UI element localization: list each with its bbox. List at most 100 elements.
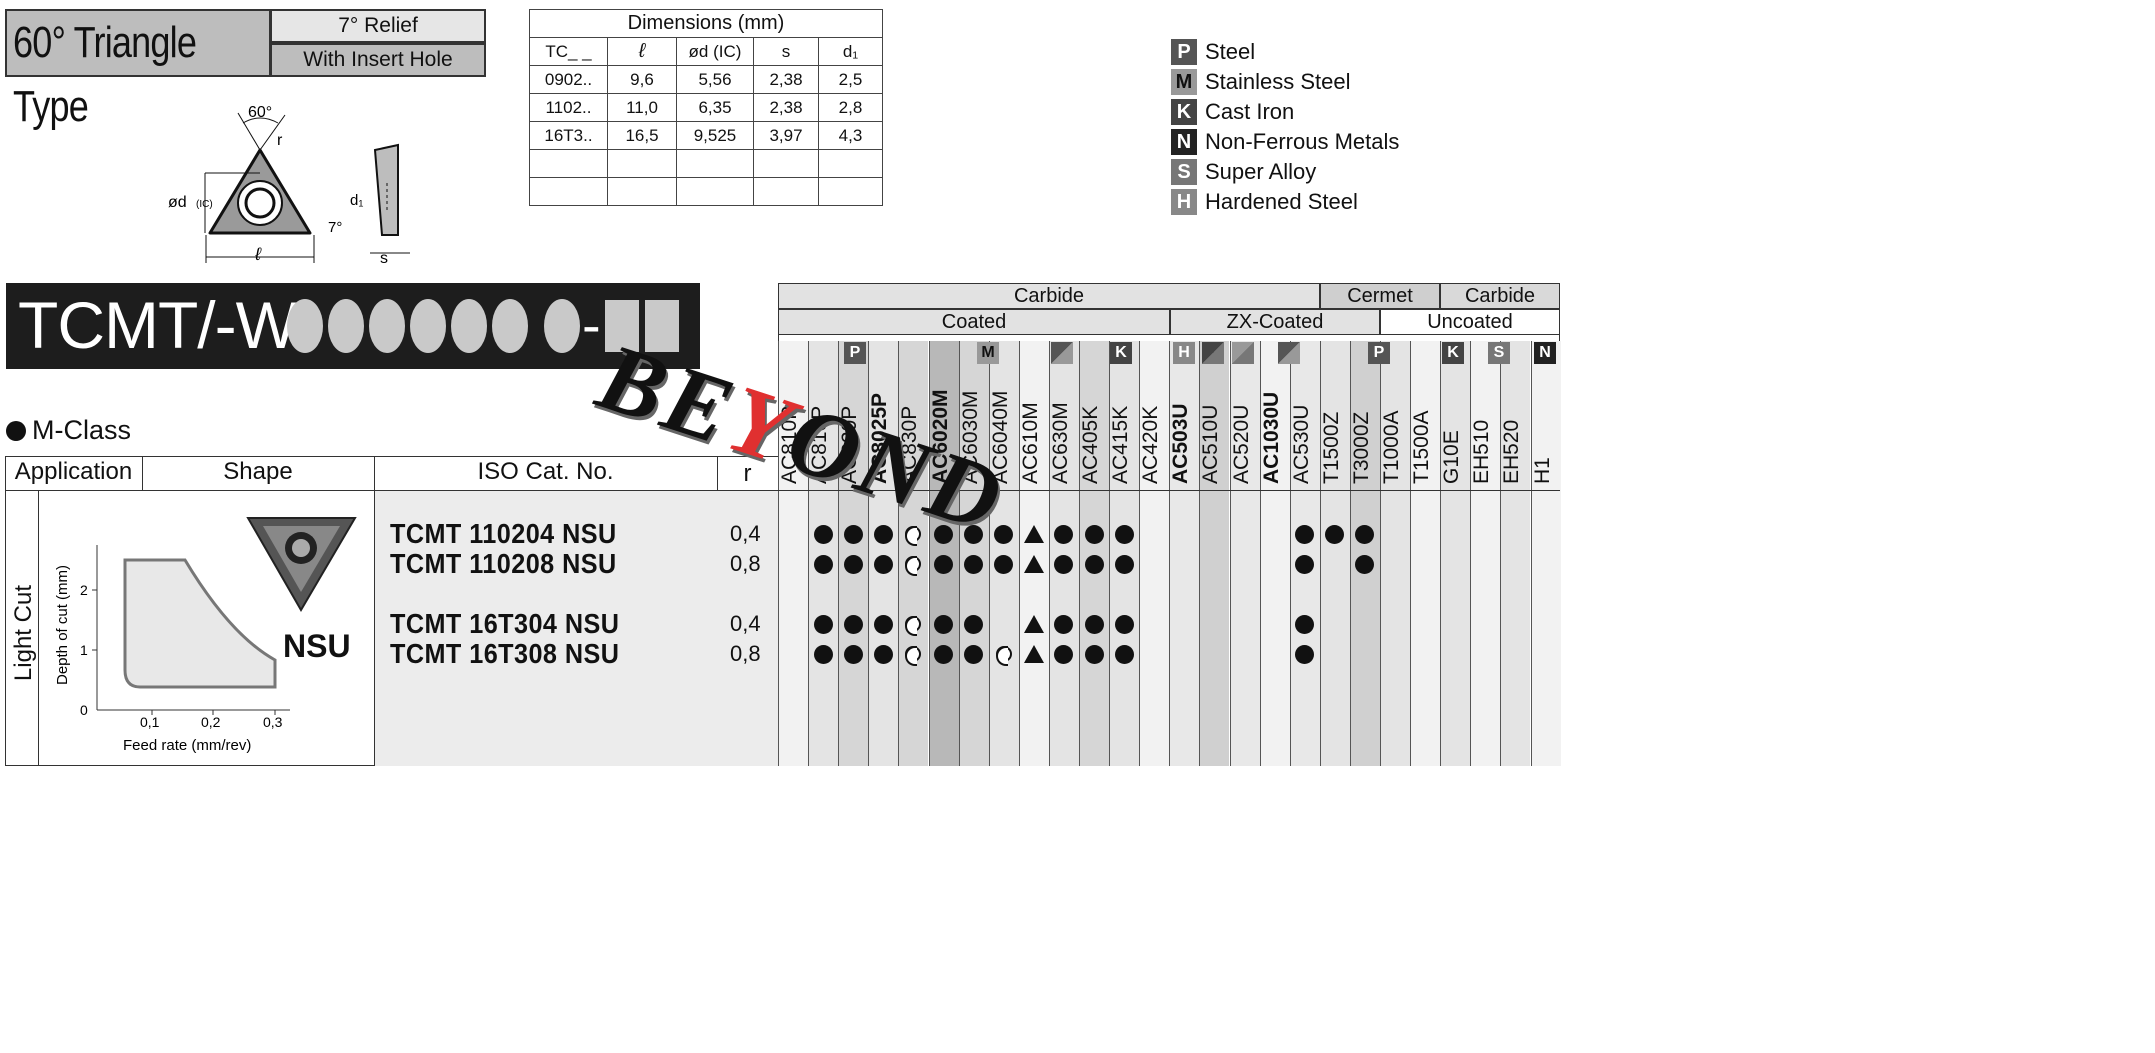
grade-label: AC420K <box>1139 405 1163 484</box>
r-value: 0,8 <box>730 641 761 666</box>
grade-column <box>1530 341 1561 766</box>
grade-column <box>1169 341 1200 766</box>
dim-header: ℓ <box>607 37 677 66</box>
grade-label: T1500Z <box>1319 411 1343 484</box>
grade-column <box>1139 341 1170 766</box>
recommended-dot <box>838 611 868 635</box>
insert-diagram: 60° r ød (IC) ℓ d₁ 7° s <box>168 104 410 267</box>
group-badge-s: S <box>1488 342 1510 364</box>
item-area <box>374 490 778 766</box>
recommended-dot <box>989 551 1019 575</box>
application-label: Light Cut <box>10 585 37 682</box>
recommended-dot <box>959 521 989 545</box>
grade-column <box>1109 341 1140 766</box>
recommended-dot <box>808 551 838 575</box>
group-badge-pm2 <box>1278 342 1300 364</box>
recommended-dot <box>929 611 959 635</box>
grade-label: T1000A <box>1380 410 1403 484</box>
grade-label: EH520 <box>1500 419 1524 484</box>
recommended-dot <box>838 641 868 665</box>
group-carbide-2: Carbide <box>1440 283 1560 309</box>
svg-text:1: 1 <box>80 642 88 658</box>
recommended-dot <box>1290 611 1320 635</box>
group-badge-n: N <box>1534 342 1556 364</box>
recommended-dot <box>808 611 838 635</box>
banner-title: TCMT/-W <box>18 288 298 362</box>
grade-column <box>988 341 1019 766</box>
dim-header: d₁ <box>818 37 883 66</box>
code-oval <box>492 299 528 353</box>
recommended-dot <box>1350 551 1380 575</box>
partial-circle <box>898 611 928 637</box>
dim-header: TC_ _ <box>529 37 608 66</box>
grade-column <box>868 341 899 766</box>
recommended-dot <box>808 521 838 545</box>
group-badge-m: M <box>977 342 999 364</box>
grade-label: AC510U <box>1199 404 1223 484</box>
grade-column <box>808 341 839 766</box>
recommended-dot <box>1079 521 1109 545</box>
recommended-dot <box>1350 521 1380 545</box>
svg-text:60°: 60° <box>248 104 272 121</box>
grade-label: AC1030U <box>1259 391 1283 484</box>
grade-label: H1 <box>1530 457 1554 484</box>
grade-column <box>1048 341 1079 766</box>
col-iso: ISO Cat. No. <box>477 458 614 485</box>
dimensions-caption: Dimensions (mm) <box>529 9 883 38</box>
grade-column <box>1380 341 1411 766</box>
recommended-dot <box>1109 641 1139 665</box>
chipbreaker-label: NSU <box>283 628 351 664</box>
partial-circle <box>898 551 928 577</box>
recommended-dot <box>808 641 838 665</box>
partial-circle <box>898 641 928 667</box>
grade-label: T3000Z <box>1349 411 1373 484</box>
grade-column <box>1229 341 1260 766</box>
recommended-dot <box>838 551 868 575</box>
code-oval <box>328 299 364 353</box>
svg-text:0,1: 0,1 <box>140 714 160 730</box>
grade-column <box>958 341 989 766</box>
recommended-dot <box>1079 641 1109 665</box>
grade-label: T1500A <box>1410 410 1434 484</box>
recommended-dot <box>868 551 898 575</box>
grade-label: AC503U <box>1169 403 1193 484</box>
recommended-dot <box>868 521 898 545</box>
code-oval <box>544 299 580 353</box>
recommended-dot <box>1049 551 1079 575</box>
col-shape: Shape <box>223 458 293 485</box>
recommended-dot <box>1290 551 1320 575</box>
recommended-dot <box>1109 521 1139 545</box>
recommended-dot <box>989 521 1019 545</box>
code-square <box>645 300 679 352</box>
svg-text:(IC): (IC) <box>196 199 213 210</box>
r-value: 0,8 <box>730 551 761 576</box>
recommended-dot <box>1320 521 1350 545</box>
grade-column <box>898 341 929 766</box>
recommended-dot <box>1049 611 1079 635</box>
recommended-dot <box>1079 611 1109 635</box>
table-row <box>529 177 883 206</box>
group-badge-pm <box>1051 342 1073 364</box>
iso-cat-item: TCMT 110204 NSU <box>390 518 617 549</box>
group-carbide: Carbide <box>778 283 1320 309</box>
recommended-dot <box>1290 521 1320 545</box>
partial-circle <box>898 521 928 547</box>
relief-label: 7° Relief <box>270 9 486 43</box>
svg-text:r: r <box>277 132 283 149</box>
grade-column <box>1259 341 1290 766</box>
grade-column <box>1470 341 1501 766</box>
suitable-triangle <box>1019 521 1049 545</box>
group-badge-k: K <box>1110 342 1132 364</box>
recommended-dot <box>868 611 898 635</box>
m-class-heading: M-Class <box>6 415 131 446</box>
banner-dash: - <box>582 293 601 356</box>
grade-label: AC520U <box>1229 404 1253 484</box>
iso-cat-item: TCMT 16T308 NSU <box>390 638 620 669</box>
svg-text:0,3: 0,3 <box>263 714 283 730</box>
